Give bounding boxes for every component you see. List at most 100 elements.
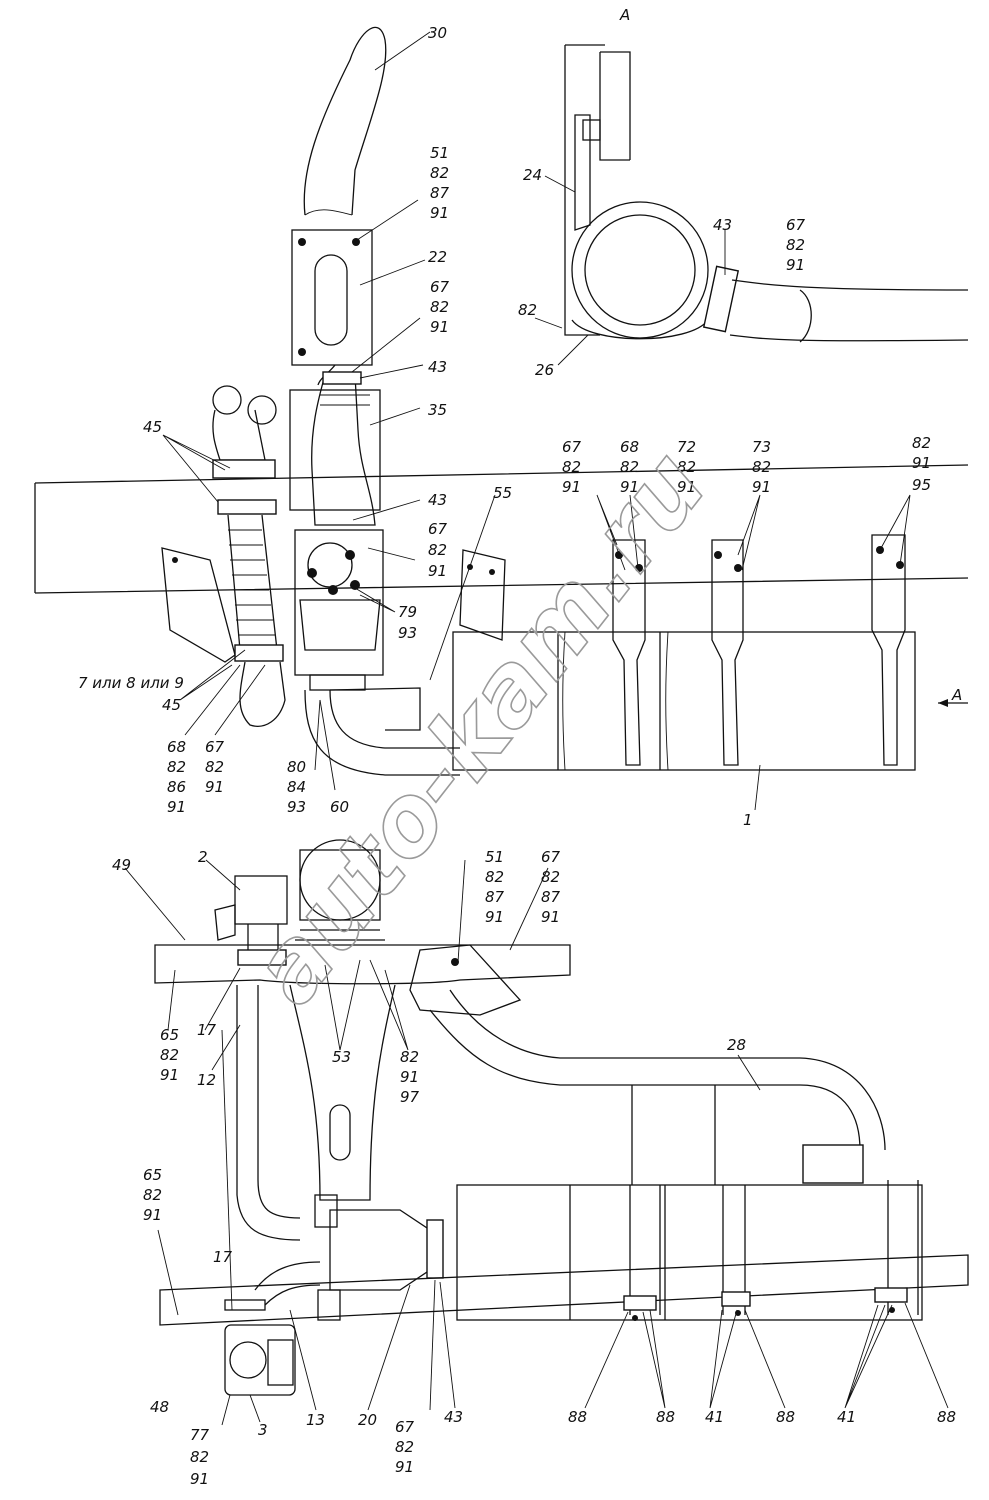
view-a-label-43: 43	[713, 216, 732, 234]
exhaust-pipe-30	[303, 26, 387, 216]
muffler-straps-top	[612, 534, 906, 766]
pipe-35	[289, 374, 381, 526]
label-30: 30	[428, 24, 447, 42]
bottom-label-67c-1: 67	[395, 1418, 415, 1436]
bottom-label-12: 12	[197, 1071, 216, 1089]
strap-label-72-3: 91	[677, 478, 696, 496]
label-35: 35	[428, 401, 447, 419]
view-arrow-a	[938, 699, 968, 707]
bottom-assembly	[154, 839, 969, 1396]
muffler-1	[452, 631, 916, 771]
view-a-label-82: 82	[518, 301, 537, 319]
label-7: 7 или 8 или 9	[78, 674, 184, 692]
label-51a-3: 87	[430, 184, 450, 202]
strap-label-67-3: 91	[562, 478, 581, 496]
label-60: 60	[330, 798, 349, 816]
label-93b: 93	[287, 798, 306, 816]
bottom-label-48: 48	[150, 1398, 169, 1416]
label-67a-2: 82	[430, 298, 449, 316]
bottom-label-41b: 41	[837, 1408, 856, 1426]
bottom-label-77-1: 77	[190, 1426, 210, 1444]
bottom-label-82-2: 91	[400, 1068, 419, 1086]
view-arrow-a-label: A	[951, 686, 962, 704]
bottom-label-82-1: 82	[400, 1048, 419, 1066]
label-68a-1: 68	[167, 738, 186, 756]
strap-label-67-2: 82	[562, 458, 581, 476]
label-67a-1: 67	[430, 278, 450, 296]
strap-label-72-2: 82	[677, 458, 696, 476]
bottom-label-28: 28	[727, 1036, 746, 1054]
bottom-label-88a: 88	[568, 1408, 587, 1426]
label-68a-3: 86	[167, 778, 186, 796]
strap-label-68-3: 91	[620, 478, 639, 496]
pipe-13	[254, 1261, 321, 1306]
bottom-label-65b-2: 82	[143, 1186, 162, 1204]
strap-label-73-1: 73	[752, 438, 771, 456]
elbow-2	[214, 875, 288, 966]
strap-label-73-3: 91	[752, 478, 771, 496]
strap-label-82-1: 82	[912, 434, 931, 452]
manifold-block	[294, 529, 384, 691]
label-68a-2: 82	[167, 758, 186, 776]
view-a-marker: A	[619, 6, 630, 24]
strap-label-82-3: 95	[912, 476, 931, 494]
label-67c-1: 67	[205, 738, 225, 756]
bottom-label-41a: 41	[705, 1408, 724, 1426]
bottom-label-88d: 88	[937, 1408, 956, 1426]
bottom-label-65b-1: 65	[143, 1166, 162, 1184]
strap-label-82-2: 91	[912, 454, 931, 472]
flex-hose-45	[212, 385, 286, 727]
bottom-label-67c-2: 82	[395, 1438, 414, 1456]
bottom-label-65a-3: 91	[160, 1066, 179, 1084]
view-a-label-67-1: 67	[786, 216, 806, 234]
bottom-label-20: 20	[358, 1411, 377, 1429]
label-1: 1	[743, 811, 753, 829]
label-67b-2: 82	[428, 541, 447, 559]
label-67a-3: 91	[430, 318, 449, 336]
bottom-label-49: 49	[112, 856, 131, 874]
strap-label-68-1: 68	[620, 438, 639, 456]
label-55: 55	[493, 484, 512, 502]
pipe-60	[304, 687, 460, 776]
bottom-label-3: 3	[258, 1421, 268, 1439]
muffler-housing-20	[314, 1194, 444, 1321]
view-a-label-24: 24	[523, 166, 542, 184]
bottom-label-65a-1: 65	[160, 1026, 179, 1044]
bottom-label-67c-3: 91	[395, 1458, 414, 1476]
bottom-label-67-3: 87	[541, 888, 561, 906]
label-51a-2: 82	[430, 164, 449, 182]
bottom-label-51-1: 51	[485, 848, 504, 866]
label-51a-1: 51	[430, 144, 449, 162]
label-84: 84	[287, 778, 306, 796]
label-67b-3: 91	[428, 562, 447, 580]
label-43a: 43	[428, 358, 447, 376]
label-93: 93	[398, 624, 417, 642]
strap-label-73-2: 82	[752, 458, 771, 476]
bottom-label-88c: 88	[776, 1408, 795, 1426]
strap-label-68-2: 82	[620, 458, 639, 476]
bottom-label-65a-2: 82	[160, 1046, 179, 1064]
bottom-label-51-4: 91	[485, 908, 504, 926]
callout-labels: A A 30 51 82 87 91 22 67 82 91 43 35 45 …	[78, 6, 962, 1488]
view-a-detail	[564, 44, 969, 343]
bottom-label-13: 13	[306, 1411, 325, 1429]
label-67c-3: 91	[205, 778, 224, 796]
bottom-label-82-3: 97	[400, 1088, 420, 1106]
view-a-label-67-2: 82	[786, 236, 805, 254]
strap-label-67-1: 67	[562, 438, 582, 456]
label-45b: 45	[162, 696, 181, 714]
bracket-7	[161, 547, 236, 663]
bracket-plate-22	[291, 229, 373, 386]
bottom-label-67-2: 82	[541, 868, 560, 886]
leader-lines	[124, 31, 949, 1426]
label-22: 22	[428, 248, 447, 266]
muffler-body-bottom	[456, 1180, 923, 1321]
bottom-label-65b-3: 91	[143, 1206, 162, 1224]
label-80: 80	[287, 758, 306, 776]
bottom-label-67-4: 91	[541, 908, 560, 926]
top-assembly	[34, 26, 969, 776]
bottom-label-88b: 88	[656, 1408, 675, 1426]
label-68a-4: 91	[167, 798, 186, 816]
